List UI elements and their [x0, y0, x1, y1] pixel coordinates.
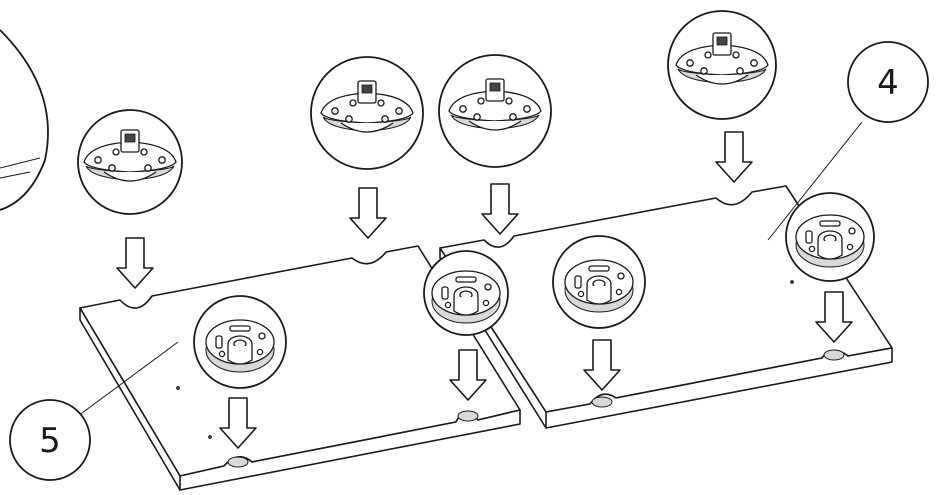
partial-detail-circle [0, 29, 49, 211]
callout-4-label: 4 [877, 63, 899, 103]
detail-circle-bracket-1 [77, 109, 183, 215]
detail-circle-bracket-4 [667, 10, 777, 120]
arrow-top-mid-left [349, 187, 387, 239]
detail-circle-fitting-3 [552, 235, 646, 329]
callout-4: 4 [767, 41, 929, 241]
detail-circle-fitting-2 [423, 250, 509, 336]
detail-circle-bracket-3 [438, 54, 552, 168]
left-panel [79, 245, 521, 491]
detail-circle-fitting-1 [193, 295, 287, 389]
arrow-top-right [715, 131, 753, 183]
callout-5-label: 5 [39, 421, 61, 461]
callout-5: 5 [9, 341, 179, 481]
right-panel [439, 185, 893, 429]
arrow-top-left [116, 237, 154, 289]
detail-circle-bracket-2 [310, 56, 424, 170]
arrow-top-mid-right [481, 183, 519, 235]
detail-circle-fitting-4 [785, 192, 875, 282]
